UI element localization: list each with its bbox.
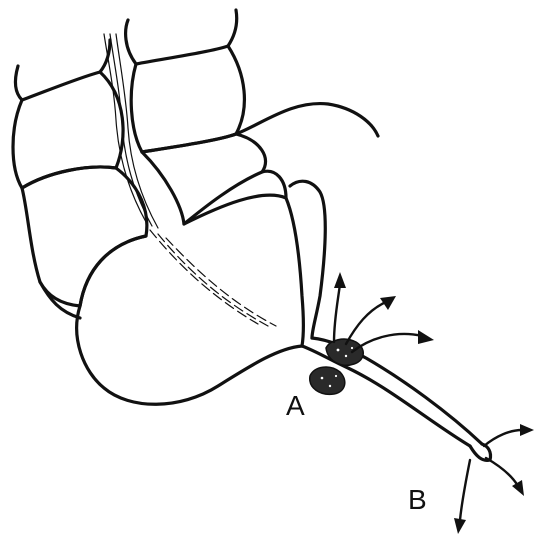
arrow-head-icon	[520, 424, 534, 436]
arrow-up-a	[334, 284, 340, 342]
arrows-site-a	[334, 272, 434, 352]
arrow-head-icon	[418, 330, 434, 344]
lower-colon-loop	[77, 171, 326, 404]
arrow-right-b	[486, 458, 518, 486]
arrow-head-icon	[512, 480, 524, 496]
upper-colon-segments	[13, 10, 244, 188]
label-a: A	[286, 392, 305, 420]
arrow-head-icon	[334, 272, 346, 288]
lower-lesion	[310, 367, 345, 394]
arrows-site-b	[454, 424, 534, 534]
arrow-head-icon	[454, 518, 466, 534]
arrow-upright-b	[484, 430, 522, 446]
arrow-down-b	[460, 460, 470, 520]
lesion-site-a	[310, 339, 363, 394]
label-b: B	[408, 486, 427, 514]
